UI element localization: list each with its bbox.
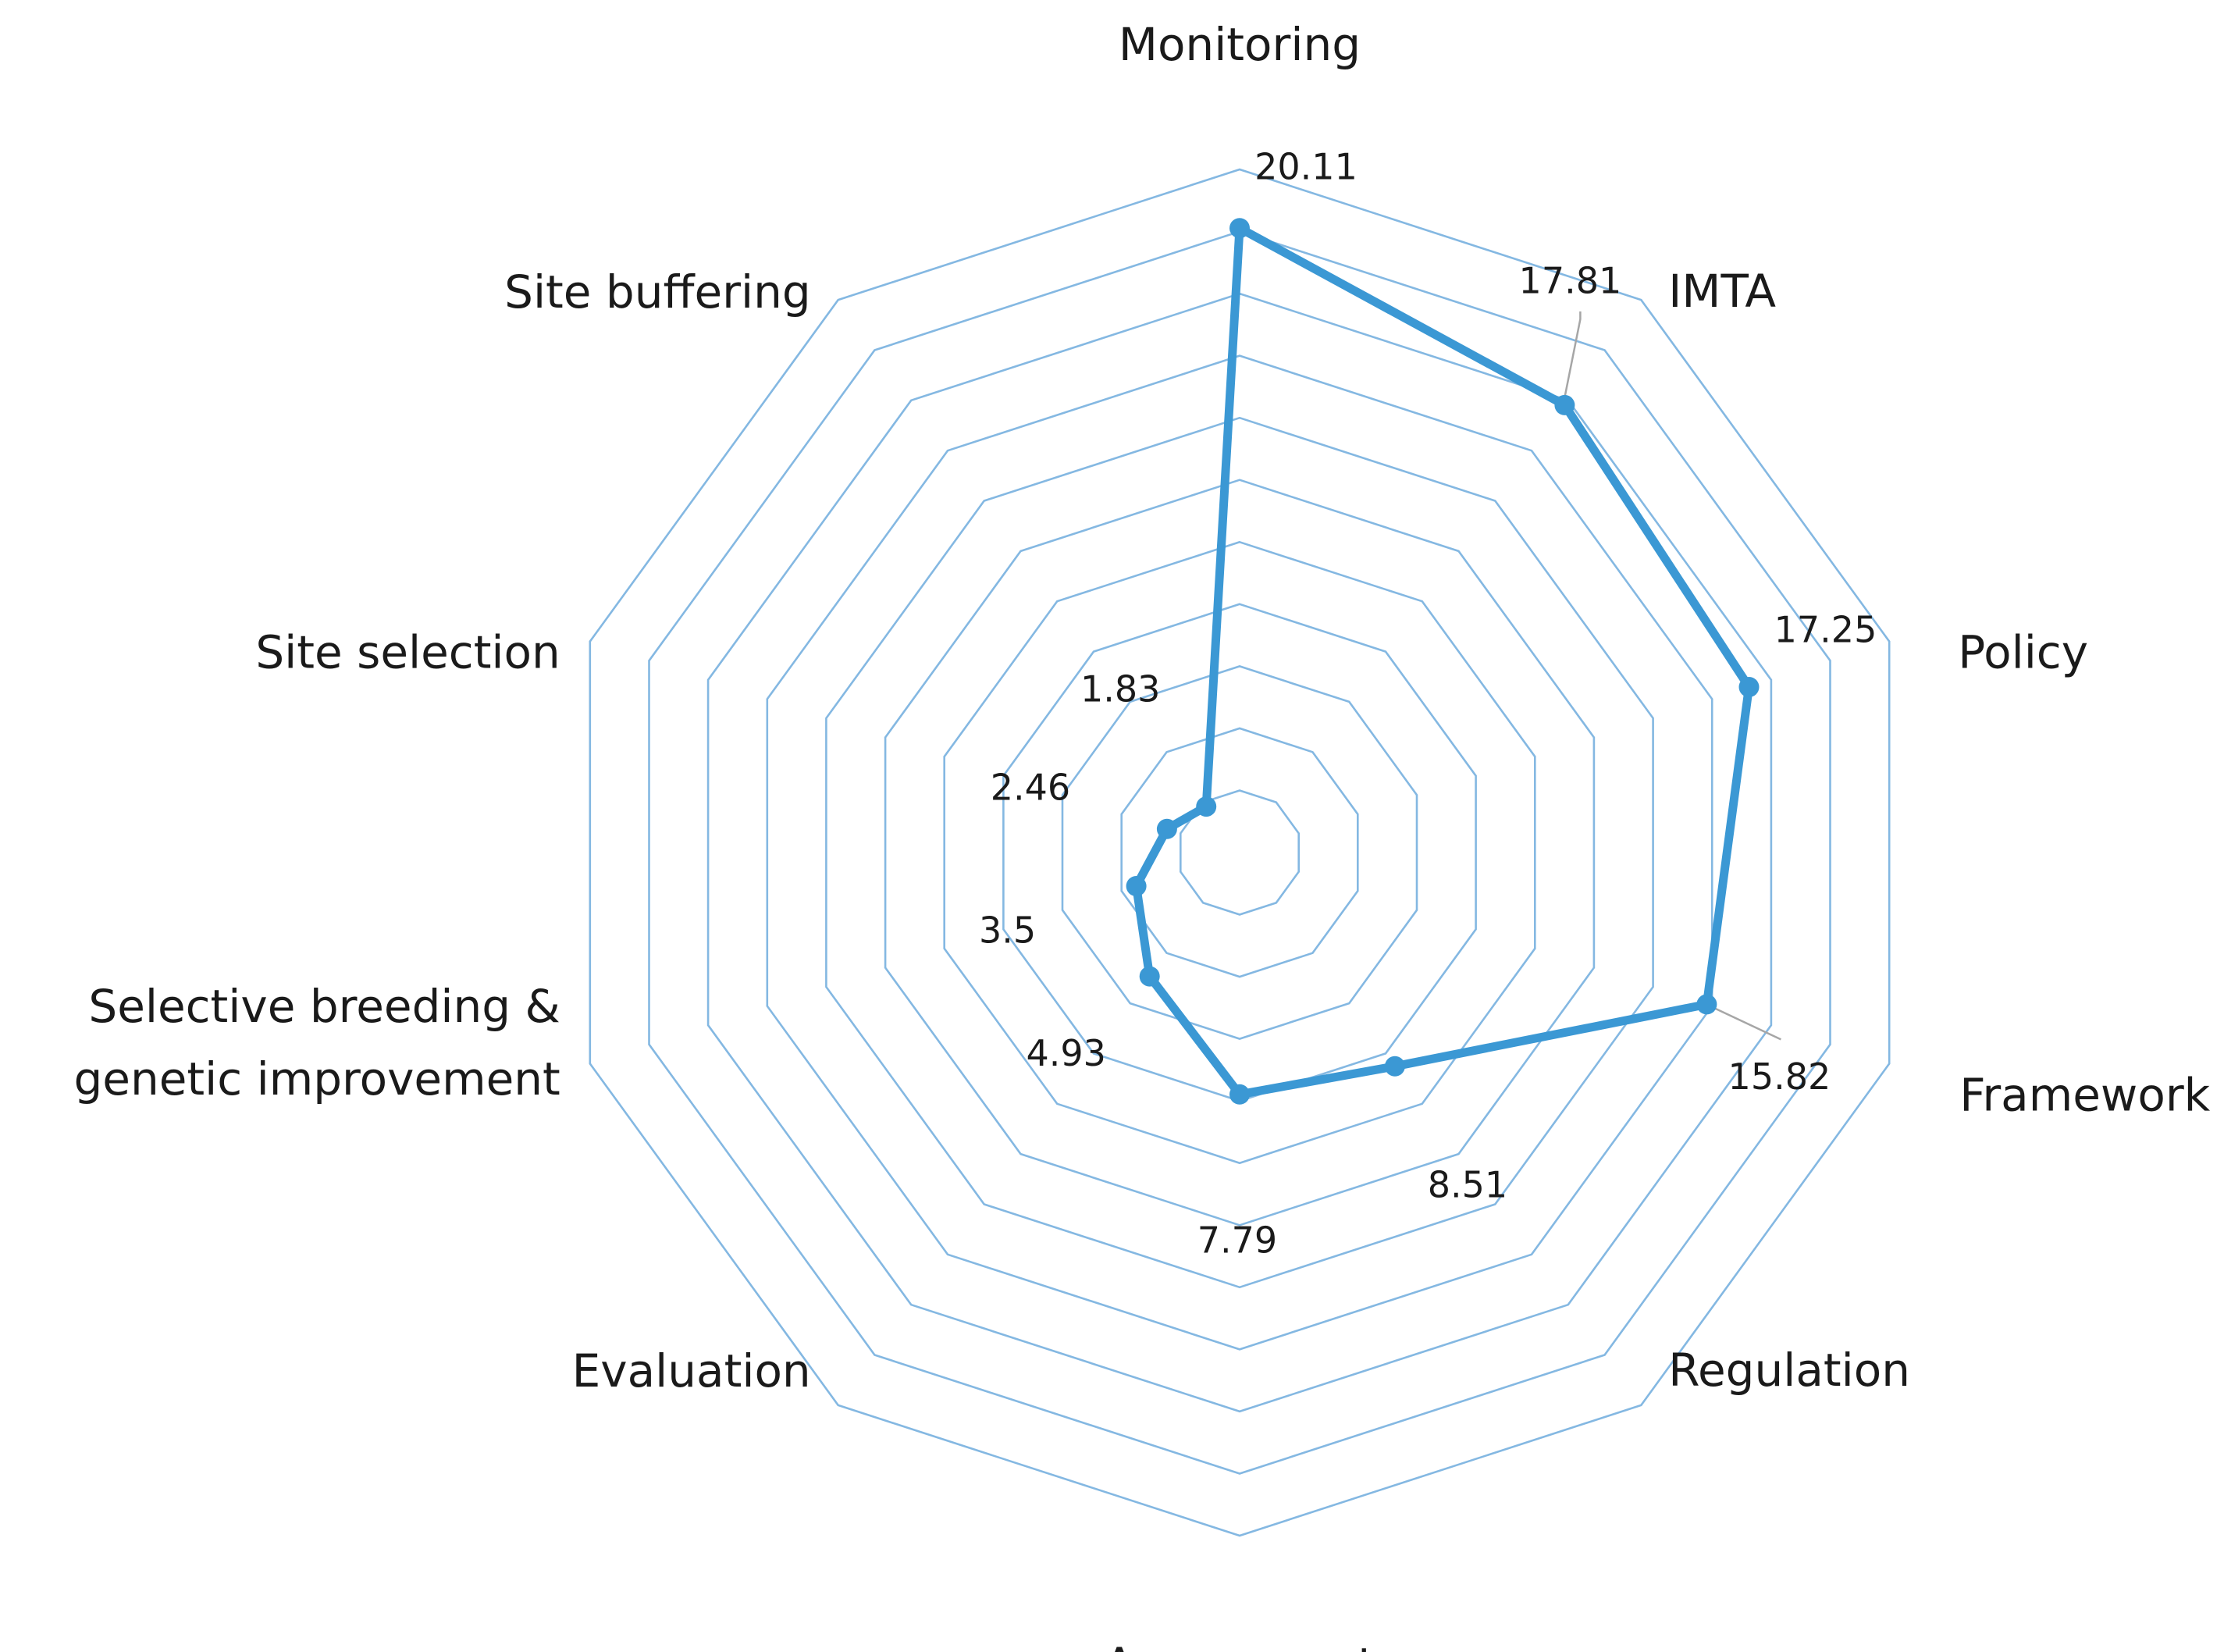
grid-ring bbox=[1120, 727, 1359, 978]
grid-ring bbox=[884, 479, 1596, 1227]
data-label: 7.79 bbox=[1197, 1219, 1277, 1261]
grid-ring bbox=[706, 292, 1773, 1413]
grid-ring bbox=[943, 540, 1536, 1165]
data-label: 8.51 bbox=[1428, 1163, 1507, 1205]
data-point bbox=[1384, 1056, 1405, 1077]
data-point bbox=[1156, 818, 1177, 839]
grid-ring bbox=[1180, 789, 1300, 916]
category-label: Evaluation bbox=[572, 1344, 811, 1397]
data-point bbox=[1738, 677, 1760, 697]
grid-ring bbox=[1061, 665, 1418, 1040]
leader-line bbox=[1713, 1007, 1781, 1041]
data-label: 20.11 bbox=[1254, 146, 1358, 188]
category-label: IMTA bbox=[1668, 265, 1776, 318]
data-label: 17.81 bbox=[1519, 259, 1622, 301]
data-labels: 20.11 17.81 17.25 15.82 8.51 7.79 4.93 3.5 2.46 1… bbox=[979, 146, 1877, 1262]
data-point bbox=[1196, 796, 1217, 817]
category-label: Monitoring bbox=[1119, 18, 1361, 71]
grid-ring bbox=[766, 354, 1713, 1351]
grid-ring bbox=[648, 230, 1831, 1475]
category-label: Regulation bbox=[1668, 1344, 1910, 1397]
grid-ring bbox=[589, 168, 1891, 1537]
data-label: 4.93 bbox=[1026, 1032, 1105, 1074]
category-label: Assessment bbox=[1104, 1638, 1375, 1652]
data-label: 2.46 bbox=[991, 766, 1070, 808]
data-label: 3.5 bbox=[979, 910, 1036, 952]
data-point bbox=[1229, 218, 1250, 239]
grid-ring bbox=[825, 416, 1654, 1289]
data-label: 1.83 bbox=[1080, 668, 1160, 710]
grid-ring bbox=[1002, 603, 1477, 1102]
radar-grid bbox=[589, 168, 1891, 1537]
data-point bbox=[1139, 966, 1160, 987]
data-point bbox=[1696, 994, 1717, 1015]
data-point bbox=[1554, 394, 1575, 415]
data-label: 17.25 bbox=[1774, 609, 1877, 651]
data-label: 15.82 bbox=[1728, 1056, 1831, 1098]
category-label: Framework bbox=[1959, 1069, 2210, 1122]
data-point bbox=[1126, 876, 1147, 896]
series-line bbox=[1132, 223, 1753, 1099]
category-label: Site selection bbox=[255, 626, 560, 679]
label-leader-lines bbox=[1564, 311, 1781, 1041]
data-series bbox=[1126, 218, 1760, 1105]
category-label: Site buffering bbox=[504, 265, 811, 319]
leader-line bbox=[1564, 311, 1582, 398]
data-point bbox=[1229, 1084, 1250, 1105]
category-label: Policy bbox=[1958, 626, 2088, 679]
category-label: Selective breeding &genetic improvement bbox=[73, 980, 560, 1105]
